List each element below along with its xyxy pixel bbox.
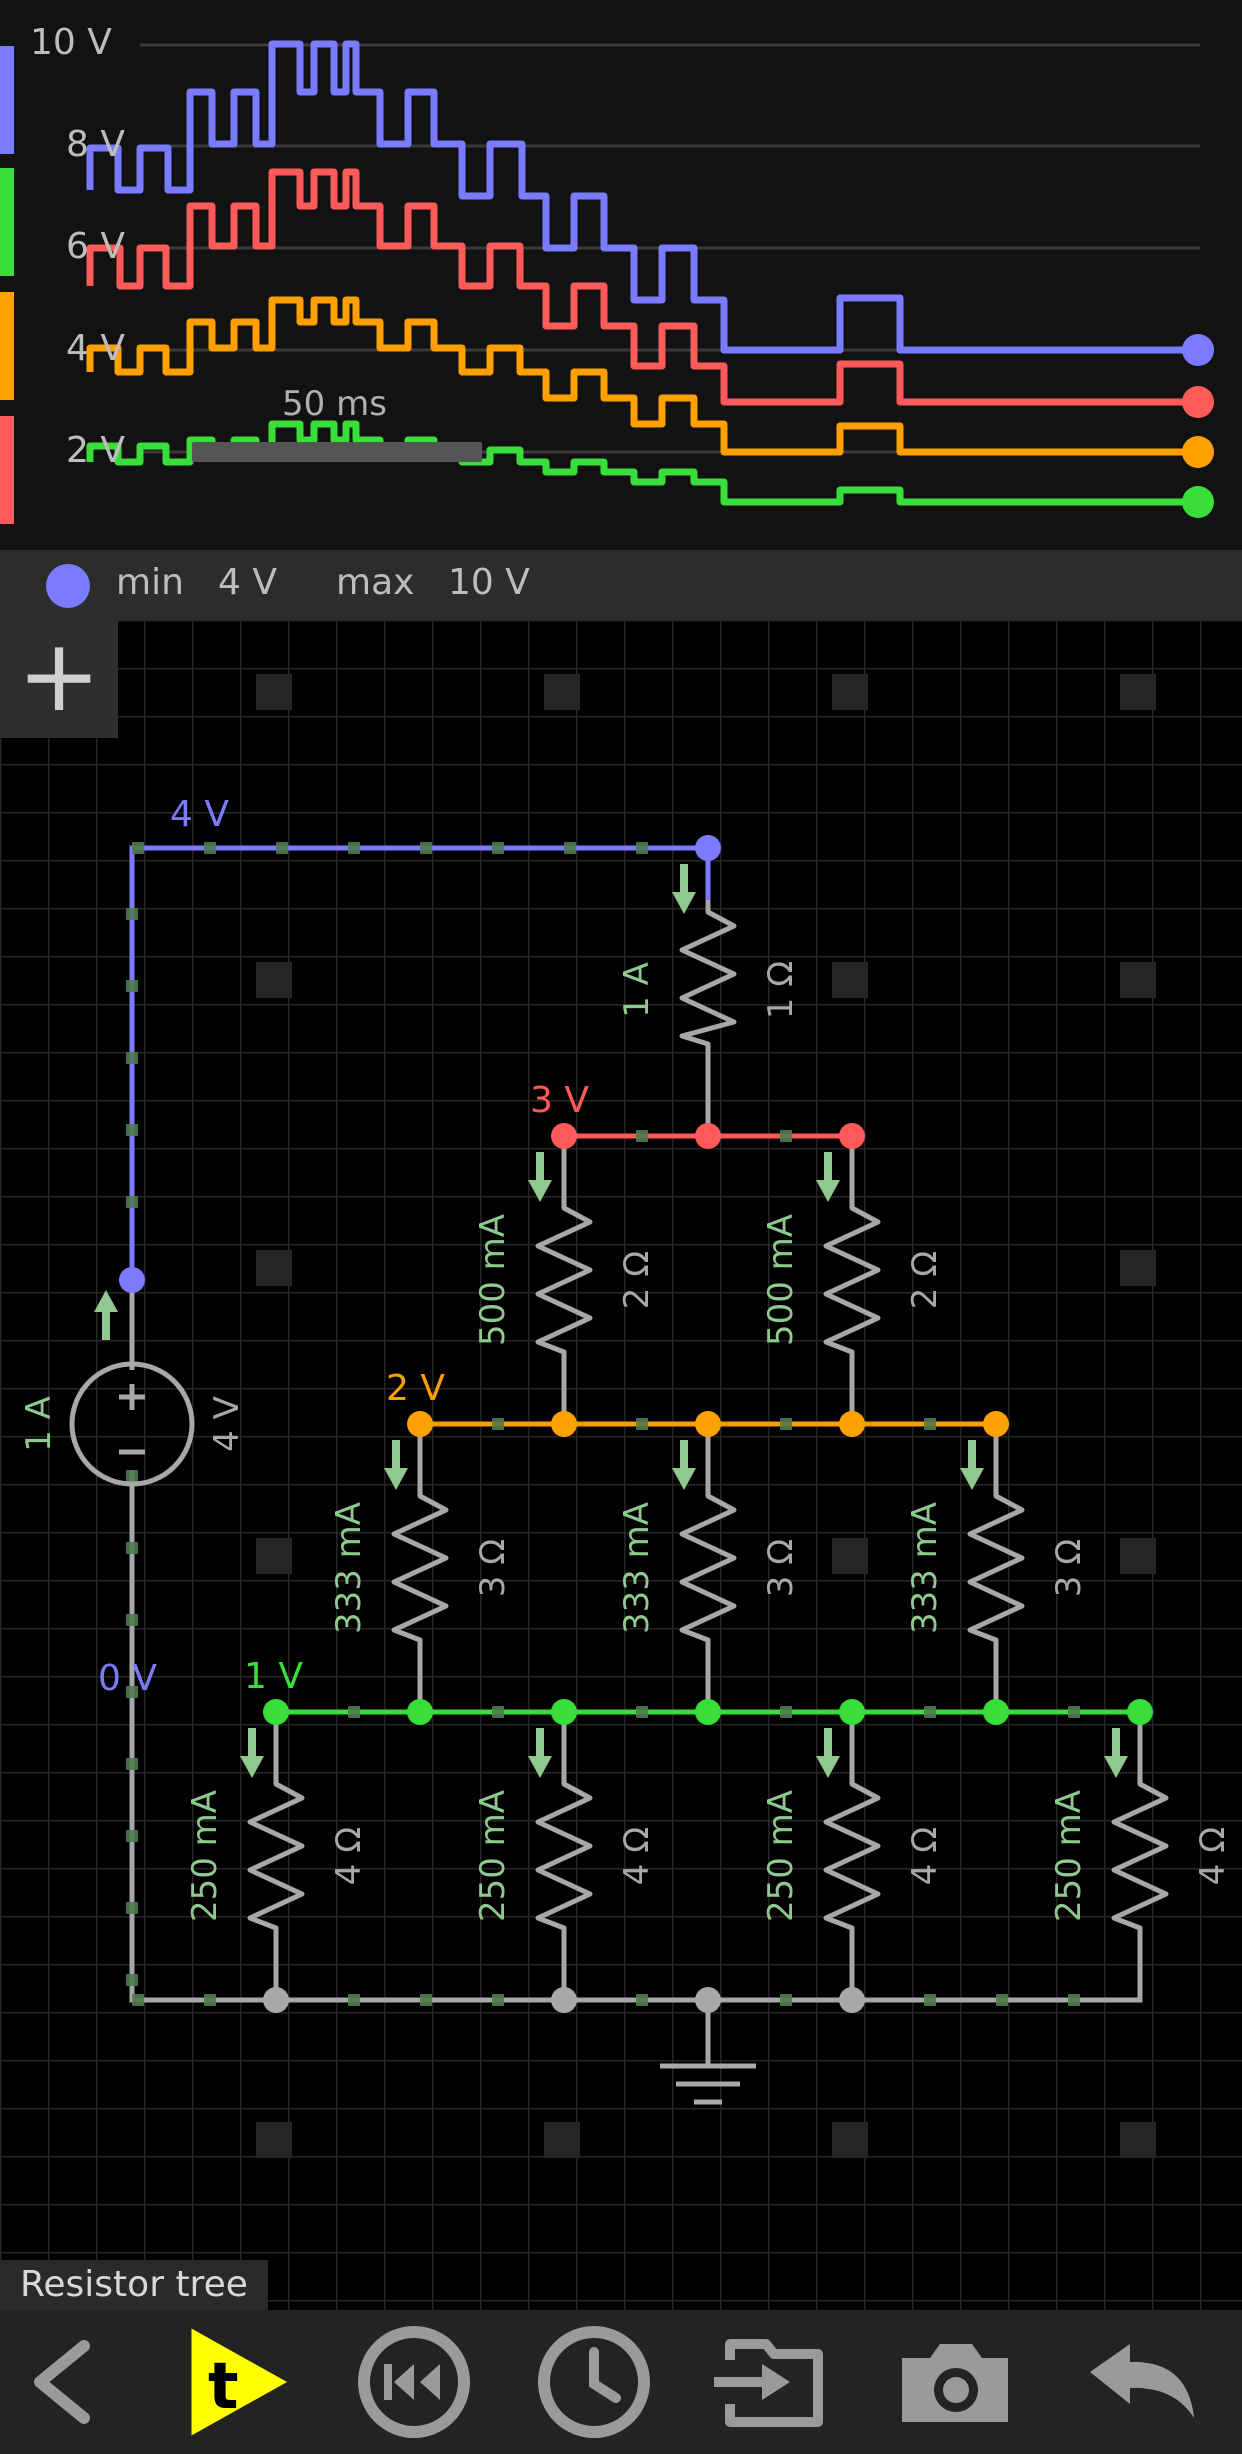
voltage-source bbox=[69, 1361, 195, 1487]
node-label-4v: 4 V bbox=[170, 794, 229, 835]
probe-info-bar[interactable]: min 4 V max 10 V bbox=[0, 550, 1242, 620]
time-scale-label: 50 ms bbox=[282, 384, 387, 424]
source-voltage-label: 4 V bbox=[207, 1396, 247, 1452]
trace-end-dot-orange bbox=[1182, 436, 1214, 468]
svg-text:4 Ω: 4 Ω bbox=[905, 1827, 945, 1885]
node-label-2v: 2 V bbox=[386, 1368, 445, 1409]
svg-text:4 Ω: 4 Ω bbox=[329, 1827, 369, 1885]
min-label: min bbox=[116, 562, 184, 603]
svg-text:3 Ω: 3 Ω bbox=[761, 1539, 801, 1597]
y-tick-label: 4 V bbox=[66, 328, 125, 369]
trace-red bbox=[86, 168, 1198, 406]
trace-end-dot-red bbox=[1182, 386, 1214, 418]
camera-icon bbox=[902, 2344, 1008, 2422]
probe-color-dot[interactable] bbox=[46, 564, 90, 608]
resistor-1 bbox=[679, 900, 737, 1050]
circuit-title: Resistor tree bbox=[0, 2260, 268, 2310]
svg-text:250 mA: 250 mA bbox=[761, 1790, 801, 1922]
time-play-icon: t bbox=[188, 2323, 294, 2441]
max-value: 10 V bbox=[448, 562, 530, 603]
svg-text:250 mA: 250 mA bbox=[185, 1790, 225, 1922]
probe-tab-green[interactable] bbox=[0, 168, 14, 276]
r1-resistance-label: 1 Ω bbox=[761, 961, 801, 1019]
r1-current-label: 1 A bbox=[617, 962, 657, 1018]
circuit-drawing: 4 V 3 V 2 V 1 V 0 V 1 A 4 V 1 A 1 Ω 500 … bbox=[0, 620, 1242, 2310]
scope-traces bbox=[86, 40, 1214, 518]
oscilloscope-panel[interactable]: 10 V 8 V 6 V 4 V 2 V 50 ms bbox=[0, 0, 1242, 550]
svg-text:333 mA: 333 mA bbox=[329, 1502, 369, 1634]
y-tick-label: 8 V bbox=[66, 124, 125, 165]
trace-green bbox=[86, 420, 1198, 506]
back-icon bbox=[34, 2340, 90, 2424]
clock-button[interactable] bbox=[520, 2310, 670, 2454]
svg-text:333 mA: 333 mA bbox=[617, 1502, 657, 1634]
trace-orange bbox=[86, 296, 1198, 456]
y-tick-label: 2 V bbox=[66, 430, 125, 471]
back-button[interactable] bbox=[0, 2310, 150, 2454]
y-tick-label: 6 V bbox=[66, 226, 125, 267]
svg-text:250 mA: 250 mA bbox=[473, 1790, 513, 1922]
min-value: 4 V bbox=[218, 562, 277, 603]
camera-button[interactable] bbox=[880, 2310, 1030, 2454]
svg-text:333 mA: 333 mA bbox=[905, 1502, 945, 1634]
time-play-button[interactable]: t bbox=[180, 2310, 330, 2454]
svg-text:250 mA: 250 mA bbox=[1049, 1790, 1089, 1922]
trace-blue bbox=[86, 40, 1198, 354]
y-tick-label: 10 V bbox=[30, 22, 112, 63]
svg-text:2 Ω: 2 Ω bbox=[905, 1251, 945, 1309]
svg-text:2 Ω: 2 Ω bbox=[617, 1251, 657, 1309]
svg-text:3 Ω: 3 Ω bbox=[1049, 1539, 1089, 1597]
add-component-button[interactable]: + bbox=[0, 620, 118, 738]
svg-text:t: t bbox=[208, 2350, 239, 2424]
source-current-label: 1 A bbox=[19, 1396, 59, 1452]
export-button[interactable] bbox=[700, 2310, 850, 2454]
node-label-0v: 0 V bbox=[98, 1658, 157, 1699]
trace-end-dot-green bbox=[1182, 486, 1214, 518]
node-label-1v: 1 V bbox=[244, 1656, 303, 1697]
svg-text:500 mA: 500 mA bbox=[761, 1214, 801, 1346]
probe-tab-blue[interactable] bbox=[0, 46, 14, 154]
rewind-icon bbox=[358, 2326, 470, 2438]
max-label: max bbox=[336, 562, 415, 603]
svg-text:4 Ω: 4 Ω bbox=[617, 1827, 657, 1885]
node-label-3v: 3 V bbox=[530, 1080, 589, 1121]
export-icon bbox=[714, 2339, 823, 2427]
trace-end-dot-blue bbox=[1182, 334, 1214, 366]
clock-icon bbox=[538, 2326, 650, 2438]
circuit-canvas[interactable]: 4 V 3 V 2 V 1 V 0 V 1 A 4 V 1 A 1 Ω 500 … bbox=[0, 620, 1242, 2310]
undo-icon bbox=[1090, 2344, 1194, 2418]
rewind-button[interactable] bbox=[340, 2310, 490, 2454]
bottom-toolbar: t bbox=[0, 2310, 1242, 2454]
svg-text:4 Ω: 4 Ω bbox=[1193, 1827, 1233, 1885]
probe-tab-orange[interactable] bbox=[0, 292, 14, 400]
undo-button[interactable] bbox=[1070, 2310, 1220, 2454]
svg-text:3 Ω: 3 Ω bbox=[473, 1539, 513, 1597]
svg-text:500 mA: 500 mA bbox=[473, 1214, 513, 1346]
time-scale-bar bbox=[192, 442, 482, 462]
probe-tab-red[interactable] bbox=[0, 416, 14, 524]
